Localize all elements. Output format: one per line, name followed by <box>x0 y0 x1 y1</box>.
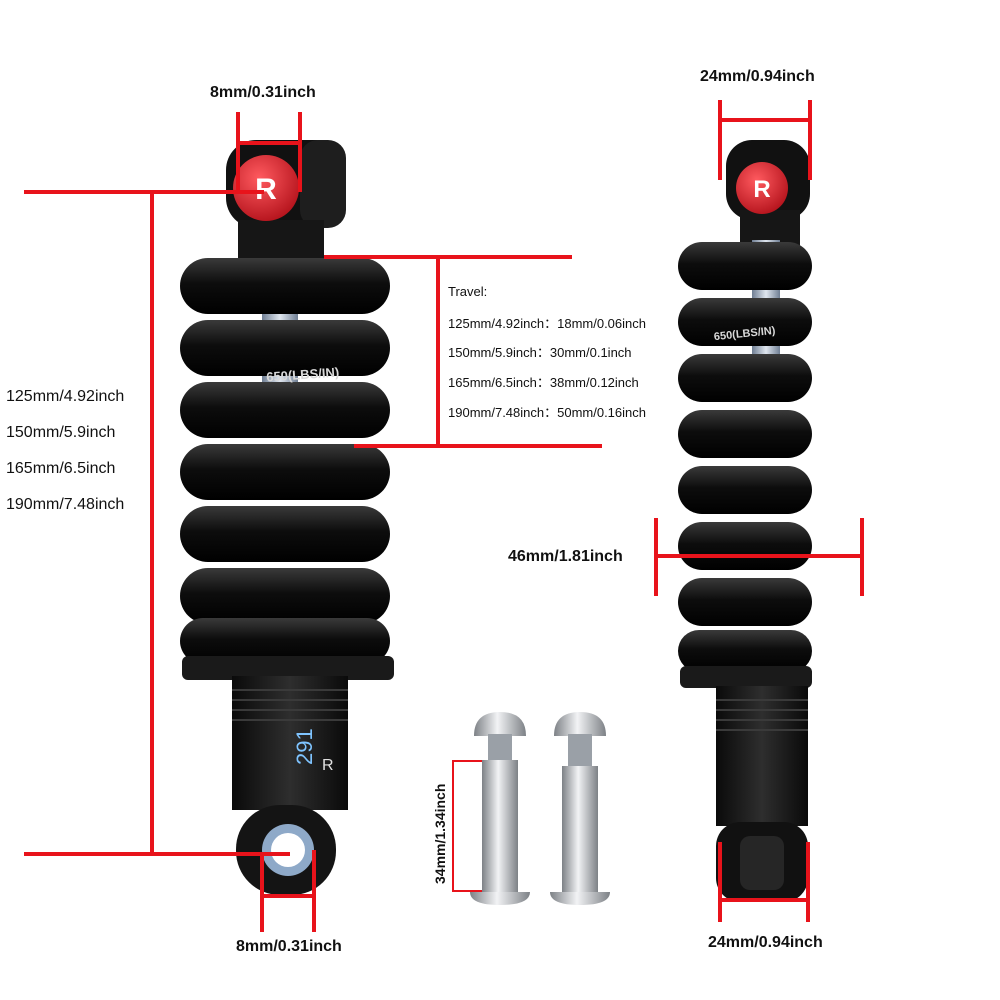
left-preload-collar <box>182 656 394 680</box>
measure-line <box>718 118 812 122</box>
left-shock: R 650(LBS/IN) <box>180 140 394 895</box>
measure-line <box>298 112 302 192</box>
bolt-length-label: 34mm/1.34inch <box>432 783 448 884</box>
length-label: 190mm/7.48inch <box>6 496 125 513</box>
spring-diameter-label: 46mm/1.81inch <box>508 548 623 565</box>
measure-line <box>452 760 454 892</box>
left-spring-rate: 650(LBS/IN) <box>266 364 340 384</box>
measure-line <box>324 255 572 259</box>
eye-width-top-left-label: 8mm/0.31inch <box>210 84 316 101</box>
measure-line <box>260 894 316 898</box>
travel-item: 125mm/4.92inch：18mm/0.06inch <box>448 316 646 331</box>
width-bottom-right-label: 24mm/0.94inch <box>708 934 823 951</box>
measure-line <box>236 141 302 145</box>
left-body-letter: R <box>322 757 334 774</box>
travel-item: 150mm/5.9inch：30mm/0.1inch <box>448 345 632 360</box>
measure-line <box>718 842 722 922</box>
left-spring <box>180 258 390 664</box>
length-label: 125mm/4.92inch <box>6 388 125 405</box>
right-preload-collar <box>680 666 812 688</box>
measure-line <box>452 890 482 892</box>
measure-line <box>236 112 240 192</box>
measure-line <box>24 190 264 194</box>
travel-title: Travel: <box>448 284 488 299</box>
measure-line <box>354 444 602 448</box>
svg-text:R: R <box>753 176 770 203</box>
measure-line <box>312 850 316 932</box>
measure-line <box>24 852 290 856</box>
right-adjuster-knob <box>736 162 788 214</box>
right-body <box>716 686 808 826</box>
width-top-right-label: 24mm/0.94inch <box>700 68 815 85</box>
bolt-left <box>470 712 530 905</box>
measure-line <box>150 190 154 854</box>
mounting-bolts <box>470 712 610 905</box>
right-shock: R 650(LBS/IN) <box>678 140 812 902</box>
measure-line <box>718 100 722 180</box>
eye-width-bottom-left-label: 8mm/0.31inch <box>236 938 342 955</box>
svg-text:R: R <box>255 173 277 206</box>
measure-line <box>436 255 440 447</box>
measure-line <box>718 898 810 902</box>
length-label: 165mm/6.5inch <box>6 460 116 477</box>
measure-line <box>806 842 810 922</box>
bolt-right <box>550 712 610 905</box>
length-label: 150mm/5.9inch <box>6 424 116 441</box>
left-body <box>232 676 348 810</box>
travel-item: 190mm/7.48inch：50mm/0.16inch <box>448 405 646 420</box>
right-spring <box>678 242 812 672</box>
left-body-model: 291 <box>292 728 317 765</box>
travel-item: 165mm/6.5inch：38mm/0.12inch <box>448 375 639 390</box>
left-adjuster-knob <box>233 155 299 221</box>
measure-line <box>654 554 864 558</box>
measure-line <box>452 760 482 762</box>
measure-line <box>808 100 812 180</box>
